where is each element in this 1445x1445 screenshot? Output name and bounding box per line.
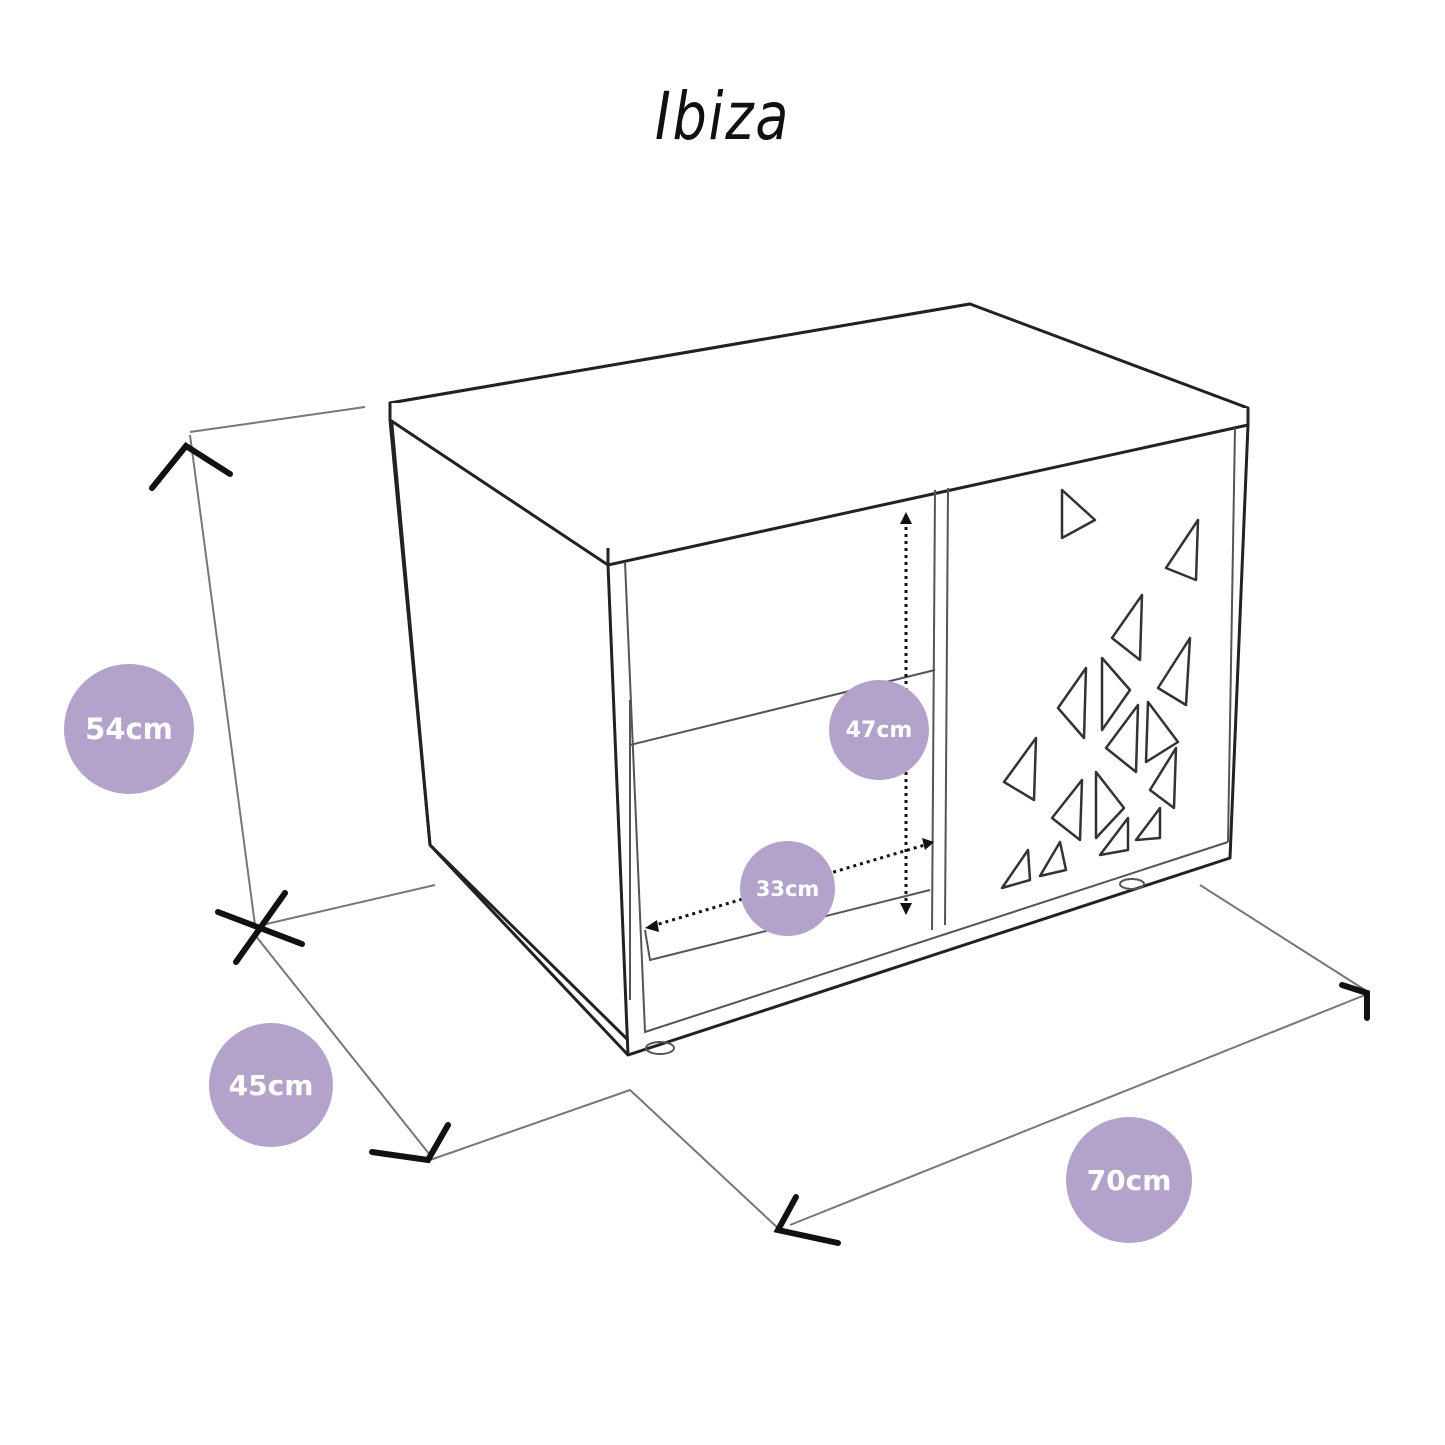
arrow-right-icon [1339, 982, 1370, 1021]
arrow-up-icon [149, 442, 233, 491]
cabinet-inner-lines [624, 427, 1236, 1055]
dimension-arrowheads [149, 442, 1370, 1246]
product-title: Ibiza [654, 78, 791, 155]
height-badge: 54cm [64, 664, 194, 794]
depth-badge: 45cm [209, 1023, 333, 1147]
arrow-down-icon [369, 1122, 451, 1164]
width-badge: 70cm [1066, 1117, 1192, 1243]
inner-depth-badge: 33cm [740, 841, 835, 936]
arrow-left-icon [773, 1194, 841, 1246]
inner-height-badge: 47cm [829, 680, 929, 780]
dimension-lines [189, 406, 1366, 1231]
inner-dimension-lines [651, 520, 929, 928]
cabinet-outline [388, 302, 1250, 1057]
inner-arrowheads [645, 512, 934, 932]
door-triangle-cutouts [1000, 488, 1200, 890]
